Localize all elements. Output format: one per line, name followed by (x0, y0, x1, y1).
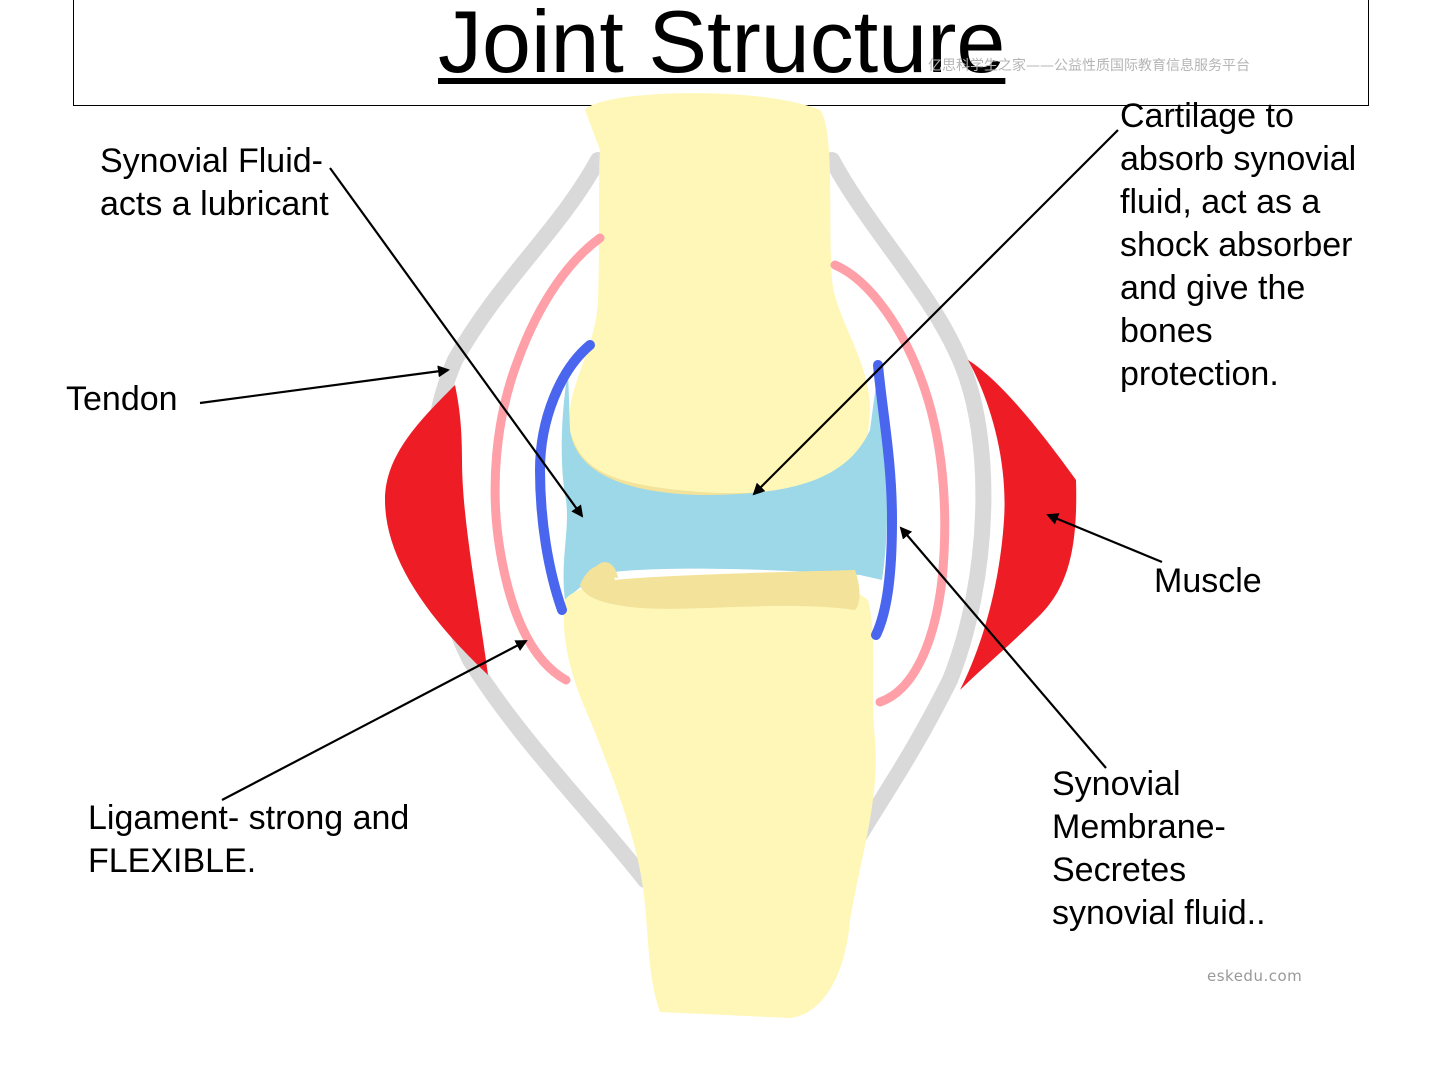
synovial-fluid-shape (561, 370, 888, 600)
ligament-label-line: FLEXIBLE. (88, 842, 257, 880)
cartilage-label-line: Cartilage to (1120, 97, 1294, 135)
synovial-membrane-label: Synovial Membrane- Secretes synovial flu… (1052, 763, 1266, 935)
tendon-right-shape (824, 152, 992, 868)
cartilage-label: Cartilage to absorb synovial fluid, act … (1120, 95, 1356, 396)
ligament-left-shape (490, 233, 605, 685)
cartilage-label-line: shock absorber (1120, 226, 1353, 264)
synovial-membrane-pointer (899, 526, 1107, 769)
cartilage-label-line: bones (1120, 312, 1213, 350)
synovial-membrane-label-line: Membrane- (1052, 808, 1226, 846)
ligament-label-line: Ligament- strong and (88, 799, 410, 837)
upper-bone-shape (569, 93, 870, 507)
tendon-label: Tendon (66, 378, 178, 421)
muscle-label-line: Muscle (1154, 562, 1262, 600)
synovial-fluid-label: Synovial Fluid- acts a lubricant (100, 140, 329, 226)
synovial-membrane-label-line: synovial fluid.. (1052, 894, 1266, 932)
lower-bone-shape (563, 577, 876, 1018)
synovial-membrane-label-line: Synovial (1052, 765, 1181, 803)
synovial-fluid-label-line: acts a lubricant (100, 185, 329, 223)
cartilage-label-line: fluid, act as a (1120, 183, 1321, 221)
muscle-left-shape (385, 385, 488, 675)
tendon-pointer (199, 365, 450, 405)
footer-site-text: eskedu.com (1207, 967, 1303, 985)
ligament-right-shape (830, 260, 950, 707)
muscle-pointer (1046, 513, 1163, 564)
cartilage-label-line: protection. (1120, 355, 1279, 393)
watermark-text: 亿思科学生之家——公益性质国际教育信息服务平台 (928, 58, 1250, 74)
synovial-membrane-label-line: Secretes (1052, 851, 1187, 889)
page-title: Joint Structure (438, 0, 1006, 91)
cartilage-pointer (752, 129, 1119, 496)
muscle-label: Muscle (1154, 560, 1262, 603)
lower-cartilage-lip (590, 562, 618, 578)
synovial-fluid-pointer (329, 167, 584, 518)
synovial-fluid-label-line: Synovial Fluid- (100, 142, 323, 180)
lower-cartilage-shape (580, 565, 860, 610)
ligament-pointer (221, 640, 528, 801)
synovial-membrane-left-shape (534, 340, 595, 615)
muscle-right-shape (960, 360, 1077, 690)
ligament-label: Ligament- strong and FLEXIBLE. (88, 797, 409, 883)
synovial-membrane-right-shape (871, 360, 898, 640)
tendon-label-line: Tendon (66, 380, 178, 418)
cartilage-label-line: absorb synovial (1120, 140, 1357, 178)
cartilage-label-line: and give the (1120, 269, 1306, 307)
